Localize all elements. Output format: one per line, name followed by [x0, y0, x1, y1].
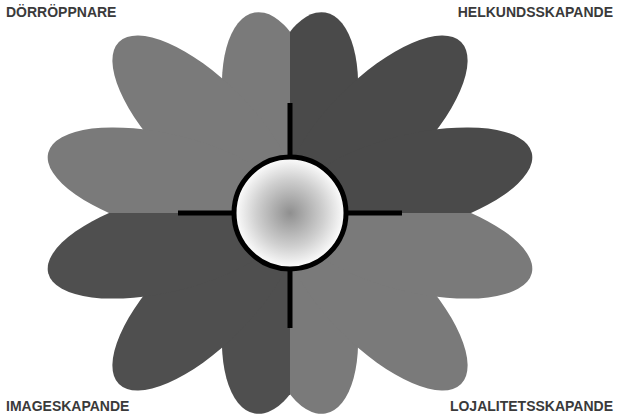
corner-label: HELKUNDSSKAPANDE	[458, 4, 613, 20]
petal-group	[290, 4, 543, 213]
petal-group	[290, 213, 543, 418]
crosshair-line	[288, 103, 293, 160]
center-circle	[234, 157, 346, 269]
crosshair-line	[288, 266, 293, 328]
crosshair-lines	[178, 103, 402, 328]
crosshair-line	[342, 211, 402, 216]
petal-group	[37, 213, 290, 418]
corner-label: LOJALITETSSKAPANDE	[450, 398, 613, 414]
crosshair-line	[178, 211, 238, 216]
corner-label: DÖRRÖPPNARE	[6, 4, 116, 20]
corner-label: IMAGESKAPANDE	[6, 398, 129, 414]
petal-group	[37, 4, 290, 213]
